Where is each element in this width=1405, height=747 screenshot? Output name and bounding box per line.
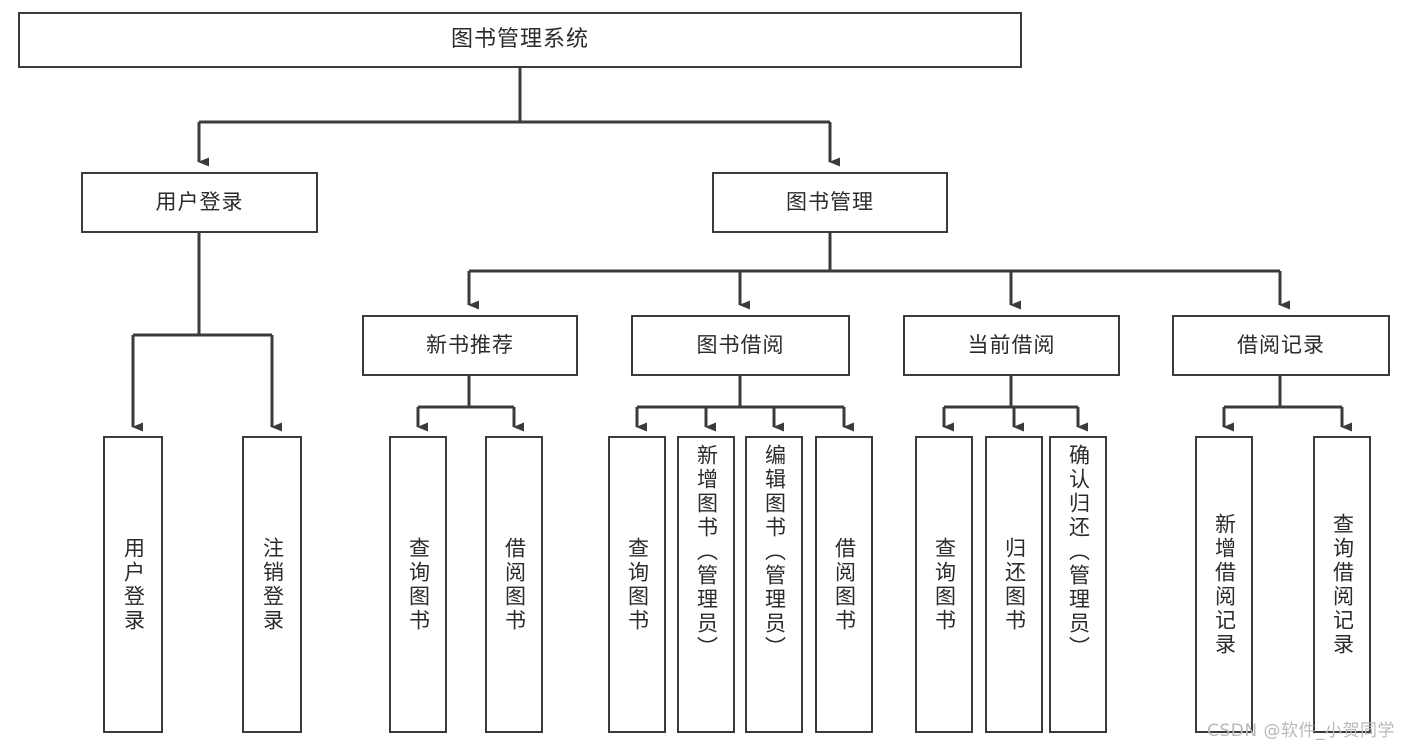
node-leaf-current-borrow-query[interactable]: 查询图书: [915, 436, 973, 733]
watermark-text: CSDN @软件_小贺同学: [1207, 721, 1395, 741]
node-leaf-borrow-record-query[interactable]: 查询借阅记录: [1313, 436, 1371, 733]
node-leaf-book-borrow-edit[interactable]: 编辑图书（管理员）: [745, 436, 803, 733]
node-leaf-book-borrow-edit-label: 编辑图书（管理员）: [762, 444, 787, 660]
node-leaf-book-borrow-query[interactable]: 查询图书: [608, 436, 666, 733]
node-book-manage[interactable]: 图书管理: [712, 172, 948, 233]
node-current-borrow[interactable]: 当前借阅: [903, 315, 1120, 376]
node-leaf-borrow-record-query-label: 查询借阅记录: [1330, 512, 1355, 657]
node-leaf-borrow-record-add-label: 新增借阅记录: [1212, 512, 1237, 657]
node-leaf-book-borrow-lend[interactable]: 借阅图书: [815, 436, 873, 733]
node-leaf-current-borrow-return[interactable]: 归还图书: [985, 436, 1043, 733]
node-leaf-book-borrow-add[interactable]: 新增图书（管理员）: [677, 436, 735, 733]
node-current-borrow-label: 当前借阅: [967, 333, 1056, 358]
node-root-system[interactable]: 图书管理系统: [18, 12, 1022, 68]
node-leaf-book-borrow-query-label: 查询图书: [625, 536, 650, 633]
node-leaf-new-book-query[interactable]: 查询图书: [389, 436, 447, 733]
node-leaf-new-book-borrow-label: 借阅图书: [502, 536, 527, 633]
node-leaf-new-book-borrow[interactable]: 借阅图书: [485, 436, 543, 733]
node-leaf-new-book-query-label: 查询图书: [406, 536, 431, 633]
node-leaf-user-login-logout[interactable]: 注销登录: [242, 436, 302, 733]
node-book-borrow[interactable]: 图书借阅: [631, 315, 850, 376]
node-leaf-current-borrow-return-label: 归还图书: [1002, 536, 1027, 633]
node-leaf-user-login-login[interactable]: 用户登录: [103, 436, 163, 733]
node-leaf-book-borrow-lend-label: 借阅图书: [832, 536, 857, 633]
node-new-book-recommend-label: 新书推荐: [426, 333, 514, 358]
node-user-login[interactable]: 用户登录: [81, 172, 318, 233]
node-leaf-current-borrow-confirm-label: 确认归还（管理员）: [1066, 444, 1091, 660]
node-borrow-record[interactable]: 借阅记录: [1172, 315, 1390, 376]
node-leaf-current-borrow-confirm[interactable]: 确认归还（管理员）: [1049, 436, 1107, 733]
node-leaf-current-borrow-query-label: 查询图书: [932, 536, 957, 633]
node-leaf-user-login-logout-label: 注销登录: [260, 536, 285, 633]
node-book-borrow-label: 图书借阅: [696, 333, 785, 358]
node-book-manage-label: 图书管理: [786, 190, 874, 215]
node-user-login-label: 用户登录: [155, 190, 244, 215]
node-root-system-label: 图书管理系统: [450, 27, 589, 53]
node-new-book-recommend[interactable]: 新书推荐: [362, 315, 578, 376]
node-leaf-user-login-login-label: 用户登录: [121, 536, 146, 633]
node-leaf-book-borrow-add-label: 新增图书（管理员）: [694, 444, 719, 660]
node-borrow-record-label: 借阅记录: [1237, 333, 1325, 358]
node-leaf-borrow-record-add[interactable]: 新增借阅记录: [1195, 436, 1253, 733]
